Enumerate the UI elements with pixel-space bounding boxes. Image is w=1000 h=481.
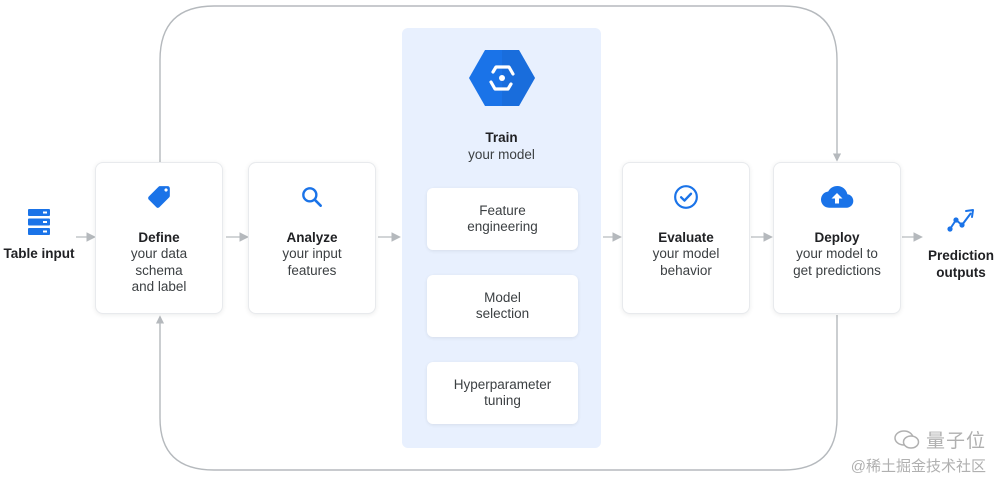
substep-model-selection-line2: selection (475, 306, 530, 321)
step-analyze-desc-line1: your input (282, 246, 342, 261)
step-analyze-card: Analyze your input features (248, 162, 376, 314)
prediction-output-label-line2: outputs (936, 264, 986, 280)
step-evaluate-desc-line2: behavior (660, 262, 712, 278)
train-title: Train (485, 130, 518, 145)
table-input-node: Table input (0, 208, 78, 263)
database-icon (28, 209, 50, 235)
watermark: 量子位 @稀土掘金技术社区 (851, 426, 986, 476)
search-icon (302, 187, 322, 207)
substep-hyperparameter-tuning-line2: tuning (484, 393, 521, 408)
step-define-title: Define (138, 230, 180, 245)
wechat-icon (894, 429, 920, 449)
step-deploy-desc-line1: your model to (796, 246, 878, 261)
step-define-desc-line2: schema (135, 262, 183, 278)
check-circle-icon (674, 185, 698, 209)
cloud-upload-icon (821, 186, 854, 208)
watermark-brand-row: 量子位 (851, 426, 986, 453)
step-define-desc-line1: your data (130, 246, 188, 261)
automl-hexagon-icon (469, 50, 535, 106)
step-evaluate-desc-line1: your model (652, 246, 720, 261)
tag-icon (148, 186, 170, 208)
table-input-label: Table input (3, 246, 75, 261)
trend-arrow-icon (947, 209, 974, 232)
substep-hyperparameter-tuning: Hyperparameter tuning (427, 362, 578, 424)
step-deploy-card: Deploy your model to get predictions (773, 162, 901, 314)
step-deploy-desc-line2: get predictions (793, 262, 881, 278)
prediction-output-node: Prediction outputs (922, 208, 1000, 281)
step-analyze-desc-line2: features (287, 262, 337, 278)
substep-hyperparameter-tuning-line1: Hyperparameter (453, 376, 552, 392)
watermark-credit: @稀土掘金技术社区 (850, 458, 986, 475)
substep-feature-engineering: Feature engineering (427, 188, 578, 250)
feedback-loop-return (155, 315, 838, 471)
train-desc: your model (468, 147, 535, 162)
step-deploy-title: Deploy (814, 230, 860, 245)
step-evaluate-title: Evaluate (658, 230, 714, 245)
step-define-card: Define your data schema and label (95, 162, 223, 314)
watermark-brand: 量子位 (925, 431, 986, 452)
substep-model-selection: Model selection (427, 275, 578, 337)
substep-model-selection-line1: Model (484, 289, 521, 305)
feedback-loop (159, 5, 842, 162)
substep-feature-engineering-line2: engineering (467, 219, 538, 234)
prediction-output-label-line1: Prediction (927, 248, 994, 263)
step-evaluate-card: Evaluate your model behavior (622, 162, 750, 314)
step-define-desc-line3: and label (131, 279, 187, 294)
step-analyze-title: Analyze (286, 230, 338, 245)
substep-feature-engineering-line1: Feature (479, 202, 526, 218)
